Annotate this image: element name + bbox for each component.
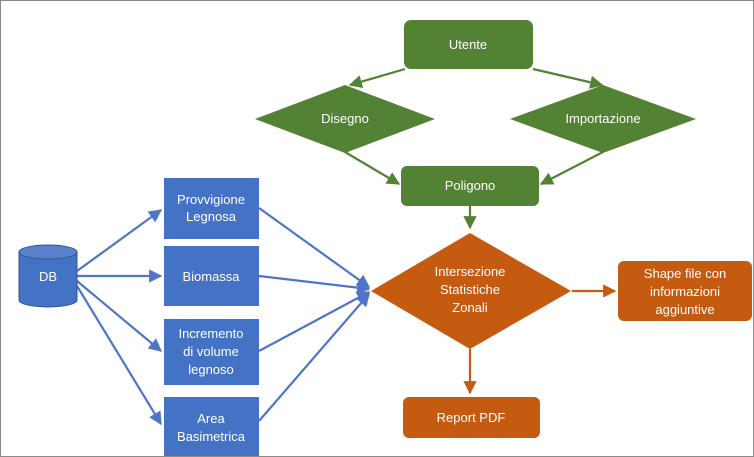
node-intersezione-label-line2: Statistiche (440, 282, 500, 297)
arrow-db-to-area (76, 285, 162, 426)
node-poligono[interactable]: Poligono (401, 166, 539, 206)
arrow-db-to-provvigione (76, 209, 163, 272)
node-area-basimetrica[interactable]: Area Basimetrica (164, 397, 259, 457)
node-incremento-label-line3: legnoso (188, 362, 234, 377)
arrow-utente-to-disegno (348, 67, 406, 89)
node-area-label-line1: Area (197, 411, 225, 426)
node-intersezione[interactable]: Intersezione Statistiche Zonali (371, 233, 571, 349)
node-utente-label: Utente (449, 37, 487, 52)
green-connectors (344, 67, 604, 230)
orange-connectors (463, 284, 617, 395)
node-db[interactable]: DB (18, 244, 78, 308)
arrow-provvigione-to-intersezione (258, 207, 371, 288)
arrow-importazione-to-poligono (539, 151, 604, 185)
node-incremento-volume[interactable]: Incremento di volume legnoso (164, 319, 259, 385)
node-biomassa-label: Biomassa (182, 269, 240, 284)
node-importazione-label: Importazione (565, 111, 640, 126)
node-incremento-label-line1: Incremento (178, 326, 243, 341)
node-db-label: DB (39, 269, 57, 284)
node-intersezione-label-line1: Intersezione (435, 264, 506, 279)
node-poligono-label: Poligono (445, 178, 496, 193)
node-importazione[interactable]: Importazione (510, 85, 696, 153)
node-shape-label-line1: Shape file con (644, 266, 726, 281)
arrow-area-to-intersezione (258, 293, 370, 422)
arrow-utente-to-importazione (532, 67, 604, 89)
blue-connectors (76, 207, 371, 426)
arrow-incremento-to-intersezione (258, 291, 371, 352)
node-report-label: Report PDF (437, 410, 506, 425)
node-utente[interactable]: Utente (404, 20, 533, 69)
node-shape-file[interactable]: Shape file con informazioni aggiuntive (618, 261, 752, 321)
node-shape-label-line3: aggiuntive (655, 302, 714, 317)
arrow-db-to-incremento (76, 280, 163, 352)
node-report-pdf[interactable]: Report PDF (403, 397, 540, 438)
node-shape-label-line2: informazioni (650, 284, 720, 299)
node-disegno[interactable]: Disegno (255, 85, 435, 153)
node-area-label-line2: Basimetrica (177, 429, 246, 444)
node-disegno-label: Disegno (321, 111, 369, 126)
node-provvigione-label-line2: Legnosa (186, 209, 237, 224)
node-provvigione-label-line1: Provvigione (177, 192, 245, 207)
node-provvigione-legnosa[interactable]: Provvigione Legnosa (164, 178, 259, 239)
node-intersezione-label-line3: Zonali (452, 300, 488, 315)
arrow-biomassa-to-intersezione (258, 274, 371, 295)
node-biomassa[interactable]: Biomassa (164, 246, 259, 306)
arrow-disegno-to-poligono (344, 151, 401, 185)
node-incremento-label-line2: di volume (183, 344, 239, 359)
